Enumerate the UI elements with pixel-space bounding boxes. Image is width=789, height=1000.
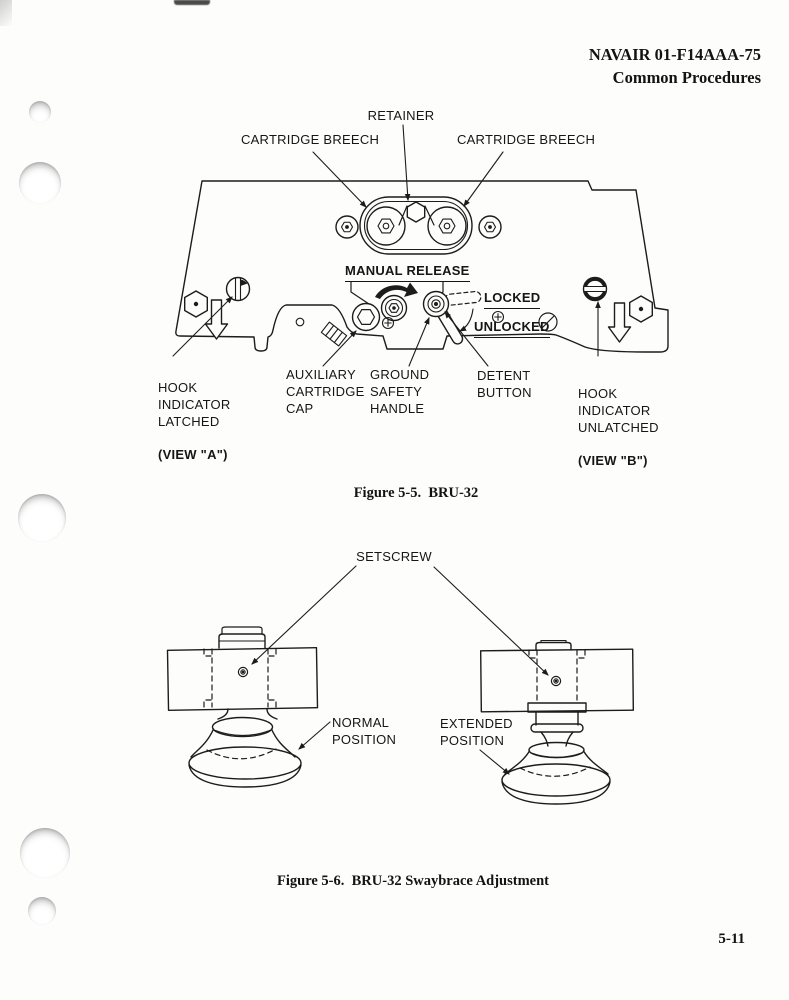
ground-safety-leader <box>408 317 430 367</box>
rack-body-outline <box>175 180 669 353</box>
breech-housing-outer <box>359 196 473 255</box>
label-hook-indicator-unlatched: HOOK INDICATOR UNLATCHED (VIEW "B") <box>578 385 659 469</box>
setscrew-right <box>550 675 562 687</box>
label-cartridge-breech-left: CARTRIDGE BREECH <box>241 132 380 147</box>
label-setscrew: SETSCREW <box>356 549 432 564</box>
figure-5-6-art <box>166 565 635 805</box>
label-manual-release: MANUAL RELEASE <box>345 263 470 282</box>
down-arrow-left-icon <box>204 299 229 340</box>
swaybrace-normal <box>166 626 319 788</box>
slotted-screw-icon <box>538 312 558 332</box>
detent-button-leader <box>444 311 489 367</box>
page-number: 5-11 <box>718 931 745 947</box>
setscrew-left <box>237 666 249 678</box>
scan-artifact-corner <box>0 0 12 26</box>
publication-number: NAVAIR 01-F14AAA-75 <box>588 45 761 64</box>
punch-hole <box>18 494 66 542</box>
ribbed-fitting <box>320 321 348 347</box>
cartridge-breech-right-leader <box>463 151 504 207</box>
auxiliary-cartridge-cap-circle <box>351 302 381 332</box>
hidden-body-dashed <box>203 648 277 708</box>
down-arrow-right-icon <box>607 302 632 343</box>
punch-hole <box>19 162 61 204</box>
retainer-leader <box>402 124 411 202</box>
label-locked: LOCKED <box>484 290 541 309</box>
hook-latched-leader <box>172 296 233 357</box>
label-detent-button: DETENT BUTTON <box>477 368 532 400</box>
punch-hole <box>28 897 56 925</box>
hex-bolt-icon <box>184 290 208 318</box>
section-title: Common Procedures <box>612 67 761 87</box>
screw-plus-icon <box>381 316 395 330</box>
cartridge-breech-right-circle <box>427 206 467 246</box>
page-header: NAVAIR 01-F14AAA-75 Common Procedures <box>589 44 761 90</box>
label-normal-position: NORMAL POSITION <box>332 715 397 747</box>
label-extended-position: EXTENDED POSITION <box>440 716 513 748</box>
screw-plus-icon <box>491 310 505 324</box>
cartridge-breech-left-leader <box>312 151 367 208</box>
setscrew-left-leader <box>251 565 357 665</box>
label-auxiliary-cartridge-cap: AUXILIARY CARTRIDGE CAP <box>286 367 365 416</box>
scan-artifact-mark <box>174 0 210 5</box>
locked-position-lever-dashed <box>444 290 482 306</box>
hidden-body-dashed <box>528 649 586 704</box>
aux-cap-leader <box>322 330 357 367</box>
label-view-a: (VIEW "A") <box>158 447 228 463</box>
punch-hole <box>29 101 51 123</box>
label-retainer: RETAINER <box>367 108 435 123</box>
setscrew-right-leader <box>433 566 549 676</box>
figure-5-6-caption: Figure 5-6. BRU-32 Swaybrace Adjustment <box>277 873 549 889</box>
hook-indicator-unlatched-icon <box>582 276 608 302</box>
label-ground-safety-handle: GROUND SAFETY HANDLE <box>370 367 430 416</box>
figure-5-5-art <box>172 124 669 367</box>
label-unlocked: UNLOCKED <box>474 319 550 338</box>
hex-bolt-icon <box>629 295 653 323</box>
manual-release-arrow-icon <box>375 282 418 299</box>
extended-position-leader <box>479 749 510 775</box>
label-cartridge-breech-right: CARTRIDGE BREECH <box>457 132 596 147</box>
label-hook-indicator-latched: HOOK INDICATOR LATCHED (VIEW "A") <box>158 379 231 463</box>
retainer-nut <box>406 201 426 223</box>
hook-indicator-latched-icon <box>225 276 251 302</box>
figure-5-5-caption: Figure 5-5. BRU-32 <box>353 485 479 501</box>
normal-position-leader <box>298 721 331 750</box>
punch-hole <box>20 828 70 878</box>
rotation-arc-arrow <box>459 308 474 332</box>
label-view-b: (VIEW "B") <box>578 453 648 469</box>
cartridge-breech-left-circle <box>366 206 406 246</box>
